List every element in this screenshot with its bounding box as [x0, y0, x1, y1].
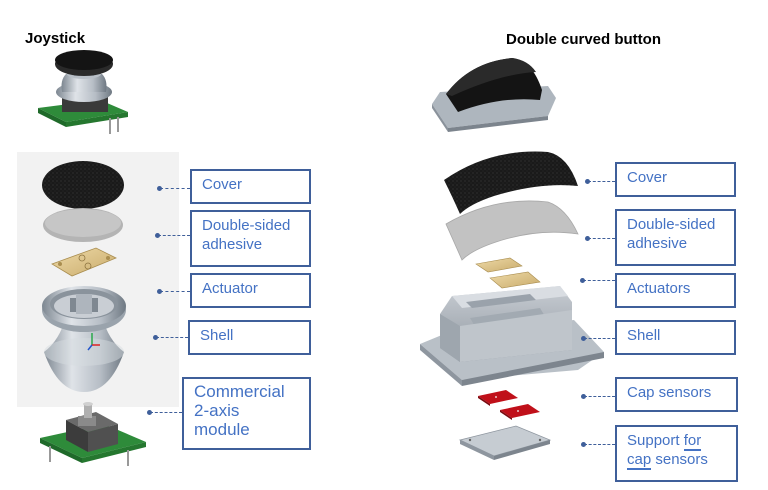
button-assembled-image — [432, 58, 556, 132]
label-button-adhesive: Double-sided adhesive — [615, 209, 736, 266]
joystick-assembled-image — [38, 50, 128, 134]
leader-dot-joystick-adhesive — [155, 233, 160, 238]
button-adhesive-part — [445, 200, 579, 261]
label-joystick-adhesive-line1: Double-sided — [202, 217, 291, 234]
double-curved-button-title: Double curved button — [506, 31, 661, 48]
leader-line-joystick-adhesive — [158, 235, 190, 236]
label-joystick-actuator: Actuator — [190, 273, 311, 308]
leader-dot-button-cover — [585, 179, 590, 184]
joystick-2axis-module-part — [40, 402, 146, 466]
leader-dot-button-shell — [581, 336, 586, 341]
leader-line-joystick-shell — [156, 337, 188, 338]
label-joystick-adhesive: Double-sided adhesive — [190, 210, 311, 267]
label-button-adhesive-line2: adhesive — [627, 235, 688, 252]
leader-line-joystick-module — [150, 412, 182, 413]
label-button-shell-text: Shell — [627, 327, 661, 344]
joystick-actuator-part — [51, 247, 117, 277]
label-button-cap-sensors-text: Cap sensors — [627, 384, 712, 401]
leader-dot-button-cap-sensors — [581, 394, 586, 399]
leader-line-button-adhesive — [588, 238, 615, 239]
label-button-adhesive-line1: Double-sided — [627, 216, 716, 233]
label-joystick-module: Commercial 2-axis module — [182, 377, 311, 450]
button-cover-part — [444, 151, 578, 214]
label-joystick-module-line1: Commercial — [194, 382, 285, 401]
label-button-actuators-text: Actuators — [627, 280, 691, 297]
leader-dot-joystick-actuator — [157, 289, 162, 294]
label-joystick-shell-text: Shell — [200, 327, 234, 344]
button-shell-part — [420, 286, 604, 386]
label-joystick-cover: Cover — [190, 169, 311, 204]
leader-line-button-cover — [588, 181, 615, 182]
button-cap-sensors-part — [478, 390, 540, 420]
label-joystick-cover-text: Cover — [202, 176, 243, 193]
leader-dot-button-adhesive — [585, 236, 590, 241]
label-joystick-module-line2: 2-axis — [194, 401, 240, 420]
leader-line-button-cap-sensors — [584, 396, 615, 397]
leader-line-button-support — [584, 444, 615, 445]
label-button-cover: Cover — [615, 162, 736, 197]
button-support-part — [458, 425, 552, 460]
label-joystick-shell: Shell — [188, 320, 311, 355]
label-joystick-module-line3: module — [194, 420, 250, 439]
joystick-adhesive-part — [43, 208, 123, 242]
leader-line-button-actuators — [583, 280, 615, 281]
label-joystick-actuator-text: Actuator — [202, 280, 258, 297]
leader-dot-button-support — [581, 442, 586, 447]
label-button-cover-text: Cover — [627, 169, 668, 186]
leader-line-button-shell — [584, 338, 615, 339]
button-actuators-part — [475, 257, 541, 289]
label-button-support-line2b: sensors — [651, 451, 708, 468]
leader-dot-joystick-module — [147, 410, 152, 415]
label-button-actuators: Actuators — [615, 273, 736, 308]
label-joystick-adhesive-line2: adhesive — [202, 236, 263, 253]
leader-dot-button-actuators — [580, 278, 585, 283]
joystick-cover-part — [42, 161, 124, 209]
leader-dot-joystick-shell — [153, 335, 158, 340]
label-button-support-line1a: Support — [627, 432, 684, 449]
leader-dot-joystick-cover — [157, 186, 162, 191]
label-button-support-line1b: for — [683, 432, 702, 451]
leader-line-joystick-actuator — [160, 291, 190, 292]
label-button-cap-sensors: Cap sensors — [615, 377, 738, 412]
label-button-support-line2a: cap — [627, 451, 652, 470]
joystick-title: Joystick — [25, 30, 86, 47]
joystick-shell-part — [42, 286, 126, 392]
label-button-support: Support for cap sensors — [615, 425, 738, 482]
leader-line-joystick-cover — [160, 188, 190, 189]
label-button-shell: Shell — [615, 320, 736, 355]
